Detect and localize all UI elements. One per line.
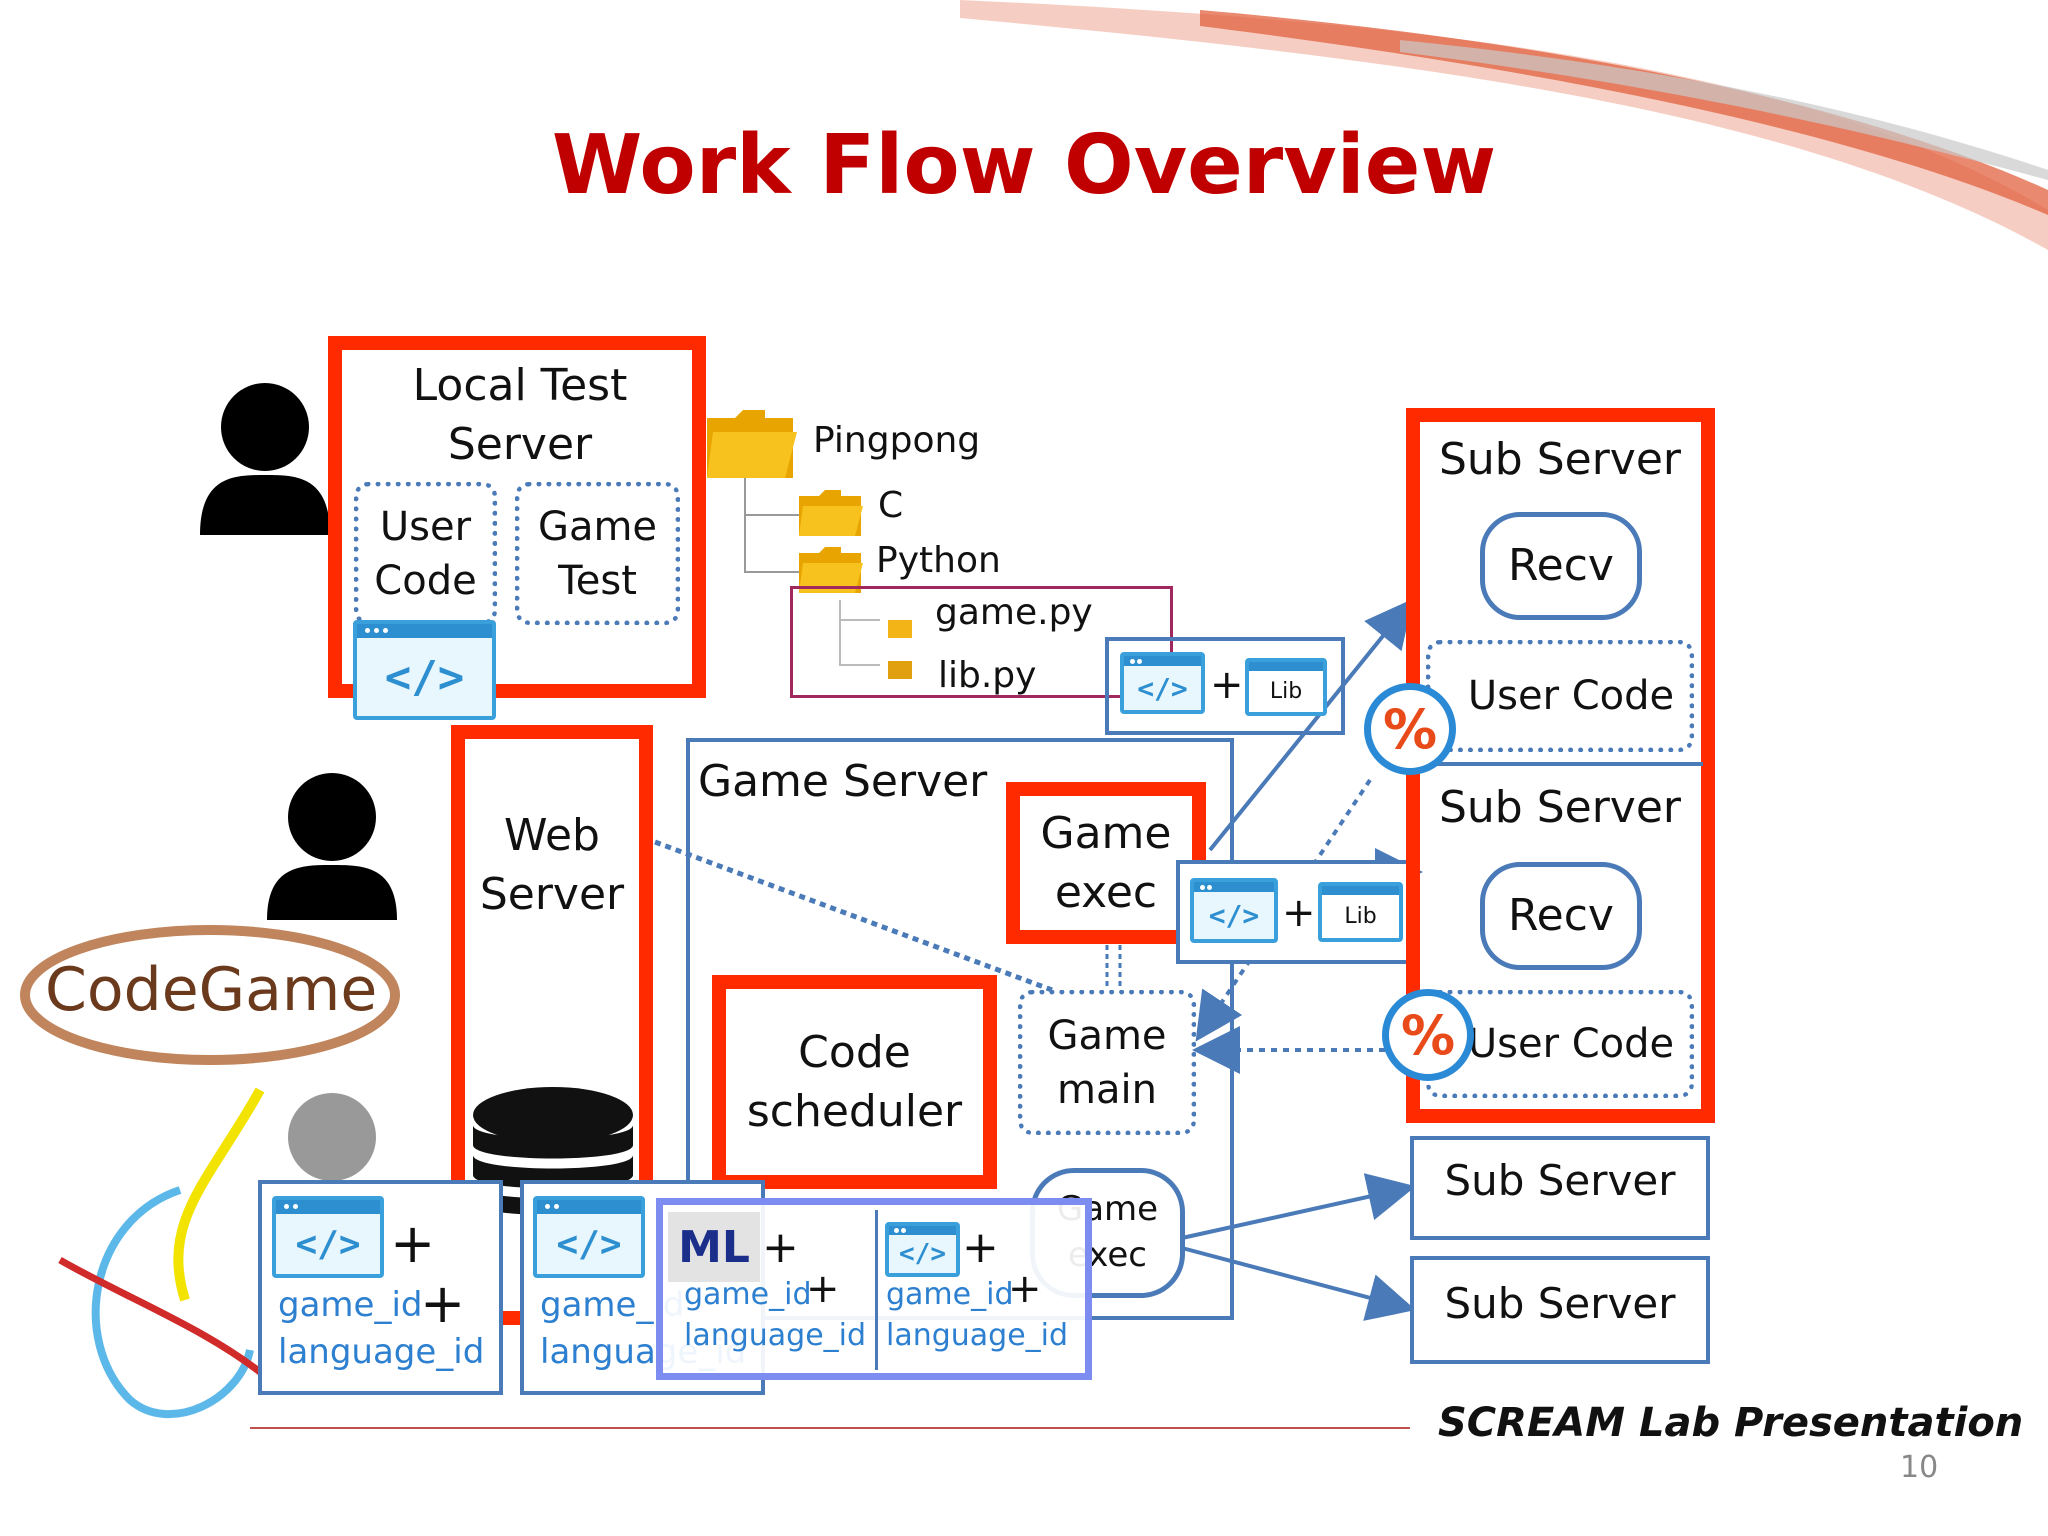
code-icon: </> <box>353 620 496 720</box>
folder-icon <box>799 490 863 536</box>
tree-python-label: Python <box>876 540 1001 581</box>
page-number: 10 <box>1900 1450 1939 1485</box>
tree-root-label: Pingpong <box>813 420 981 461</box>
game-server-label: Game Server <box>698 756 988 807</box>
recv-2-label: Recv <box>1508 890 1614 942</box>
code-icon: </> <box>1120 652 1205 714</box>
lib-icon: Lib <box>1245 658 1327 716</box>
game-id-label: game_id <box>278 1285 423 1325</box>
lib-icon: Lib <box>1318 882 1403 942</box>
sub-server-4-label: Sub Server <box>1444 1278 1676 1328</box>
divider <box>875 1210 878 1370</box>
sub-server-2-label: Sub Server <box>1438 782 1682 834</box>
game-main-label: Game main <box>1047 1012 1167 1113</box>
python-files-box <box>790 586 1173 698</box>
plus-sign: + <box>390 1212 436 1275</box>
user-icon <box>200 383 330 535</box>
code-icon: </> <box>885 1222 960 1277</box>
plus-sign: + <box>1210 662 1244 708</box>
sub-user-code-1-label: User Code <box>1467 673 1675 719</box>
tree-c-label: C <box>878 485 904 526</box>
plus-sign: + <box>420 1272 466 1335</box>
file-icon <box>888 661 912 679</box>
sub-server-3-label: Sub Server <box>1444 1155 1676 1205</box>
codegame-logo <box>20 925 400 1419</box>
plus-sign: + <box>762 1222 799 1273</box>
user-icon <box>267 1093 397 1195</box>
language-id-label: language_id <box>278 1332 485 1372</box>
folder-icon <box>707 410 797 478</box>
sub-user-code-2-label: User Code <box>1467 1021 1675 1067</box>
game-exec-label: Game exec <box>1040 807 1172 918</box>
code-scheduler-box <box>712 975 997 1189</box>
plus-sign: + <box>806 1266 840 1312</box>
user-code-label: User Code <box>374 503 477 604</box>
footer-text: SCREAM Lab Presentation <box>1438 1400 2024 1446</box>
sub-server-1-label: Sub Server <box>1438 434 1682 486</box>
code-icon: </> <box>1190 878 1278 943</box>
recv-2-box <box>1480 862 1642 970</box>
language-id-label: language_id <box>684 1318 867 1353</box>
game-test-label: Game Test <box>537 503 658 604</box>
ml-label: ML <box>668 1212 760 1282</box>
code-icon: </> <box>272 1196 384 1278</box>
plus-sign: + <box>1008 1266 1042 1312</box>
user-icon <box>267 773 397 920</box>
divider <box>1418 762 1703 766</box>
code-lib-box <box>1105 637 1345 735</box>
logo-text: CodeGame <box>45 955 378 1025</box>
sub-server-group-box <box>1406 408 1715 1123</box>
lib-py-label: lib.py <box>938 655 1037 696</box>
percent-icon: % <box>1364 683 1456 775</box>
file-icon <box>888 620 912 638</box>
local-test-server-label: Local Test Server <box>412 359 628 470</box>
game-test-box <box>515 482 680 625</box>
game-id-label: game_id <box>886 1277 1014 1312</box>
recv-1-box <box>1480 512 1642 620</box>
sub-server-3-box <box>1410 1136 1710 1240</box>
folder-icon <box>799 547 863 593</box>
decorative-swoosh <box>960 0 2048 250</box>
game-id-label: game_id <box>684 1277 812 1312</box>
code-icon: </> <box>533 1196 645 1278</box>
game-py-label: game.py <box>935 592 1093 633</box>
recv-1-label: Recv <box>1508 540 1614 592</box>
web-server-label: Web Server <box>479 809 625 920</box>
plus-sign: + <box>1282 890 1316 936</box>
slide-title: Work Flow Overview <box>551 118 1497 213</box>
language-id-label: language_id <box>886 1318 1069 1353</box>
sub-server-4-box <box>1410 1256 1710 1364</box>
percent-icon: % <box>1382 989 1474 1081</box>
plus-sign: + <box>962 1222 999 1273</box>
code-scheduler-label: Code scheduler <box>746 1026 963 1137</box>
game-main-box <box>1018 990 1196 1135</box>
